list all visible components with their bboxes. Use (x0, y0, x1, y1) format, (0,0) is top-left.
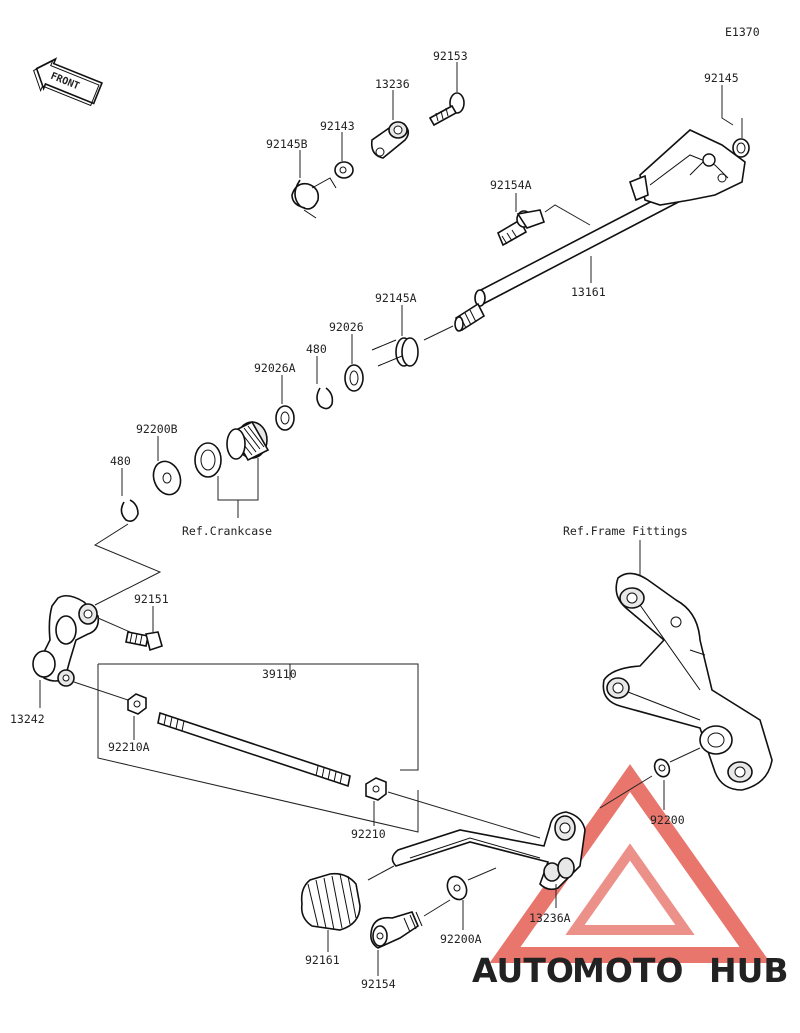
part-label-13236: 13236 (375, 77, 410, 91)
part-label-92154A: 92154A (490, 178, 532, 192)
diagram-code: E1370 (725, 25, 760, 39)
watermark-moto: MOTO (572, 951, 683, 990)
pivot-bolt-92154 (370, 899, 451, 976)
part-label-92210A: 92210A (108, 740, 150, 754)
frame-fittings-bracket: Ref.Frame Fittings (563, 524, 773, 791)
shift-pedal-13236A (367, 811, 586, 908)
bolt-92154A (496, 193, 591, 247)
washer-92200 (599, 747, 701, 810)
shift-lever-13242 (32, 594, 131, 708)
front-arrow-icon: FRONT (33, 57, 103, 107)
part-label-92026: 92026 (329, 320, 364, 334)
part-labels: 92153 13236 92143 92145B 92145 92154A 13… (10, 49, 739, 991)
shaft-seal-group (275, 305, 454, 431)
part-label-92145A: 92145A (375, 291, 417, 305)
watermark-hub: HUB (709, 951, 789, 990)
part-label-13242: 13242 (10, 712, 45, 726)
part-label-39110: 39110 (262, 667, 297, 681)
bearing-seal-crankcase: Ref.Crankcase (182, 420, 272, 538)
part-label-92143: 92143 (320, 119, 355, 133)
shift-arm-upper-group (291, 62, 465, 219)
part-label-92161: 92161 (305, 953, 340, 967)
part-label-92145: 92145 (704, 71, 739, 85)
part-label-92026A: 92026A (254, 361, 296, 375)
part-label-92151: 92151 (134, 592, 169, 606)
watermark-triangle-inner (565, 843, 695, 935)
part-label-92154: 92154 (361, 977, 396, 991)
ref-frame-fittings-label: Ref.Frame Fittings (563, 524, 688, 538)
part-label-92200: 92200 (650, 813, 685, 827)
part-label-13161: 13161 (571, 285, 606, 299)
bolt-92151 (125, 606, 163, 652)
part-label-92200B: 92200B (136, 422, 178, 436)
tie-rod-39110 (97, 663, 541, 839)
automotohub-watermark: AUTO MOTO HUB (472, 764, 789, 990)
part-label-13236A: 13236A (529, 911, 571, 925)
part-label-92210: 92210 (351, 827, 386, 841)
part-label-480-lower: 480 (110, 454, 131, 468)
part-label-92153: 92153 (433, 49, 468, 63)
part-label-92200A: 92200A (440, 932, 482, 946)
circlip-480-lower (120, 468, 139, 522)
washer-92200A (446, 867, 497, 930)
washer-92200B (152, 436, 182, 496)
part-label-480-upper: 480 (306, 342, 327, 356)
part-label-92145B: 92145B (266, 137, 308, 151)
shift-shaft-13161 (454, 85, 750, 332)
link-leader (93, 523, 162, 606)
ref-crankcase-label: Ref.Crankcase (182, 524, 272, 538)
pedal-rubber-92161 (300, 872, 361, 952)
watermark-auto: AUTO (472, 951, 574, 990)
